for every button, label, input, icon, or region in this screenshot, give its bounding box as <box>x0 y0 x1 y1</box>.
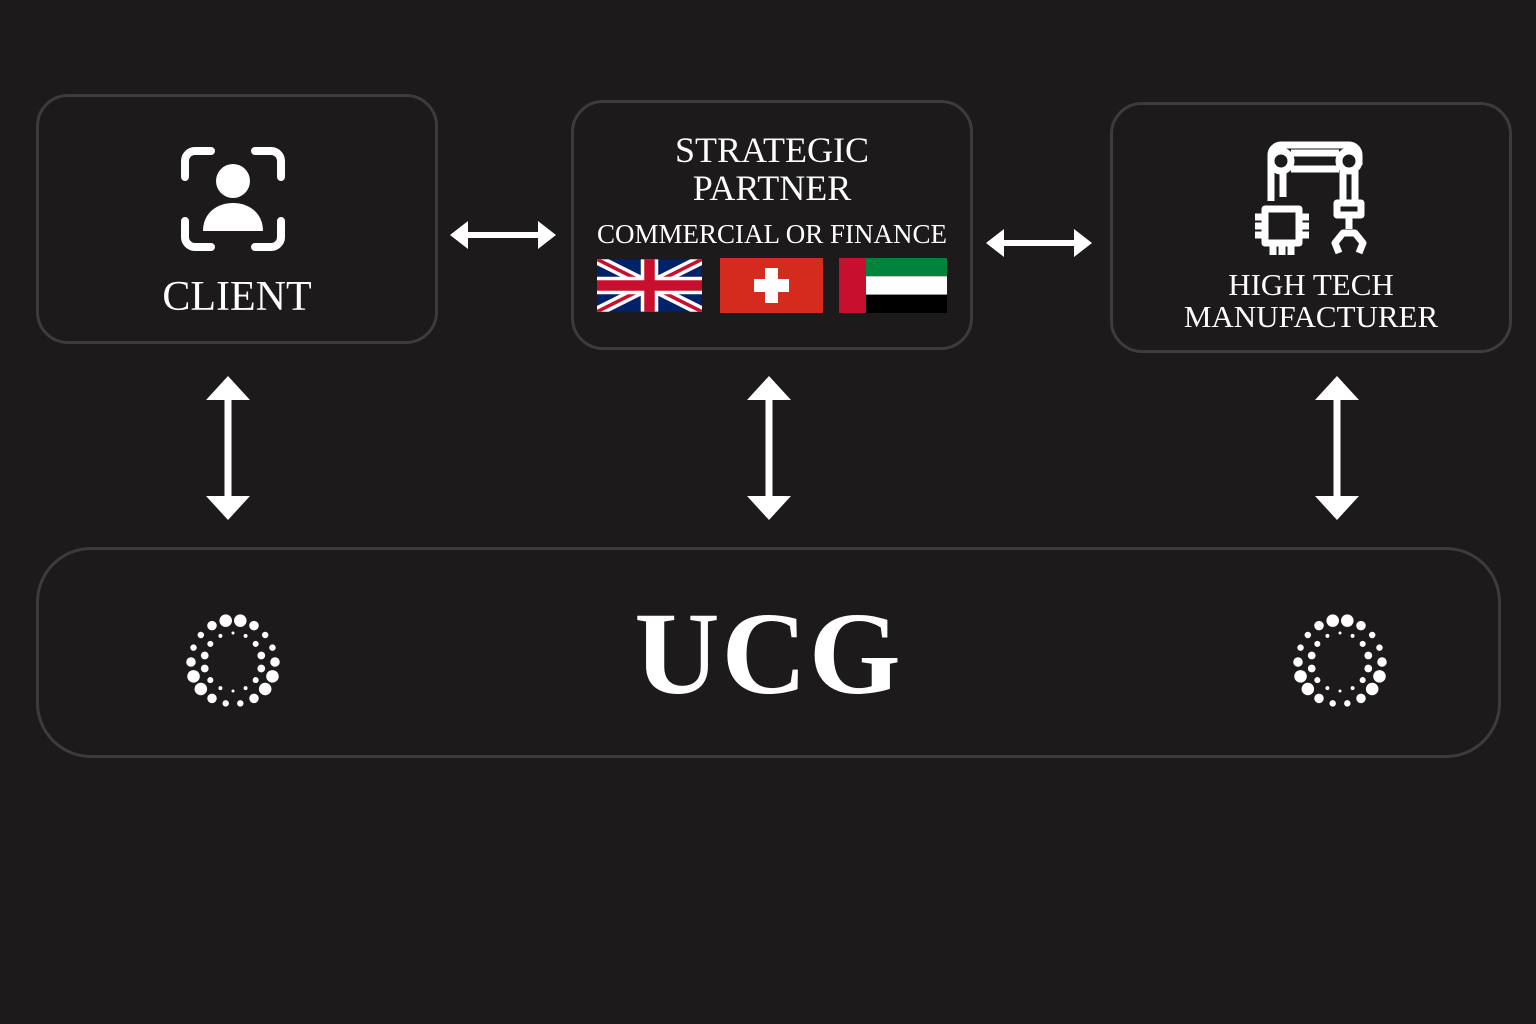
ring-dot <box>1344 700 1351 707</box>
ring-dot <box>1377 657 1387 667</box>
ring-dot <box>197 631 205 639</box>
ring-dot <box>1338 689 1342 693</box>
ring-dot <box>1325 686 1330 691</box>
ring-dot <box>1329 700 1336 707</box>
ring-dot <box>243 633 248 638</box>
ring-dot <box>207 677 214 684</box>
switzerland-flag-icon <box>720 258 823 313</box>
ring-dot <box>1356 620 1366 631</box>
manufacturer-box: HIGH TECH MANUFACTURER <box>1110 102 1512 353</box>
partner-title-line1: STRATEGIC <box>674 130 869 170</box>
partner-subtitle: COMMERCIAL OR FINANCE <box>596 219 948 249</box>
ring-dot <box>1359 640 1366 647</box>
partner-title-line2: PARTNER <box>692 168 852 208</box>
ring-dot <box>231 689 235 693</box>
ring-dot <box>1373 670 1386 683</box>
uk-flag-icon <box>597 259 702 312</box>
ucg-label: UCG <box>634 588 903 719</box>
ring-dot <box>1314 693 1324 704</box>
ring-dot <box>200 664 209 673</box>
ring-dot <box>1365 682 1379 696</box>
ring-dot <box>218 686 223 691</box>
manufacturer-ucg-arrow <box>1315 376 1359 520</box>
ring-dot <box>218 633 223 638</box>
ring-dot <box>237 700 244 707</box>
dot-ring-logo-icon <box>1293 614 1387 707</box>
ring-dot <box>1376 644 1383 651</box>
ring-dot <box>257 664 266 673</box>
strategic-partner-box: STRATEGIC PARTNER COMMERCIAL OR FINANCE <box>571 100 973 350</box>
ring-dot <box>261 631 269 639</box>
ring-dot <box>258 682 272 696</box>
ring-dot <box>207 693 217 704</box>
ring-dot <box>270 657 280 667</box>
ring-dot <box>1356 693 1366 704</box>
ring-dot <box>219 614 232 627</box>
robot-arm-chip-icon <box>1255 141 1367 255</box>
ring-dot <box>1307 651 1316 660</box>
ring-dot <box>234 614 247 627</box>
ring-dot <box>252 677 259 684</box>
ring-dot <box>231 631 235 635</box>
ring-dot <box>222 700 229 707</box>
ring-dot <box>1341 614 1354 627</box>
ring-dot <box>1338 631 1342 635</box>
user-scan-icon <box>181 147 285 251</box>
ring-dot <box>249 693 259 704</box>
uae-flag-icon <box>839 258 947 313</box>
client-partner-arrow <box>450 221 556 249</box>
partner-ucg-arrow <box>747 376 791 520</box>
ring-dot <box>194 682 208 696</box>
ring-dot <box>1364 664 1373 673</box>
ring-dot <box>1314 677 1321 684</box>
manufacturer-line1: HIGH TECH <box>1228 267 1394 302</box>
ring-dot <box>269 644 276 651</box>
ring-dot <box>1325 633 1330 638</box>
ring-dot <box>1359 677 1366 684</box>
ring-dot <box>207 620 217 631</box>
ring-dot <box>1326 614 1339 627</box>
ring-dot <box>187 670 200 683</box>
ring-dot <box>1350 633 1355 638</box>
ring-dot <box>1364 651 1373 660</box>
ring-dot <box>1293 657 1303 667</box>
client-label: CLIENT <box>162 274 312 320</box>
ring-dot <box>257 651 266 660</box>
ring-dot <box>186 657 196 667</box>
ring-dot <box>249 620 259 631</box>
ring-dot <box>1307 664 1316 673</box>
ring-dot <box>243 686 248 691</box>
manufacturer-line2: MANUFACTURER <box>1183 299 1439 334</box>
ring-dot <box>1350 686 1355 691</box>
ring-dot <box>1314 640 1321 647</box>
ring-dot <box>266 670 279 683</box>
ring-dot <box>252 640 259 647</box>
ring-dot <box>190 644 197 651</box>
dot-ring-logo-icon <box>186 614 280 707</box>
ring-dot <box>1297 644 1304 651</box>
ring-dot <box>1304 631 1312 639</box>
ring-dot <box>200 651 209 660</box>
client-box: CLIENT <box>36 94 438 344</box>
ring-dot <box>1314 620 1324 631</box>
ring-dot <box>1301 682 1315 696</box>
client-ucg-arrow <box>206 376 250 520</box>
partner-manufacturer-arrow <box>986 229 1092 257</box>
ucg-box: UCG <box>36 547 1501 758</box>
ring-dot <box>1294 670 1307 683</box>
ring-dot <box>207 640 214 647</box>
ring-dot <box>1368 631 1376 639</box>
